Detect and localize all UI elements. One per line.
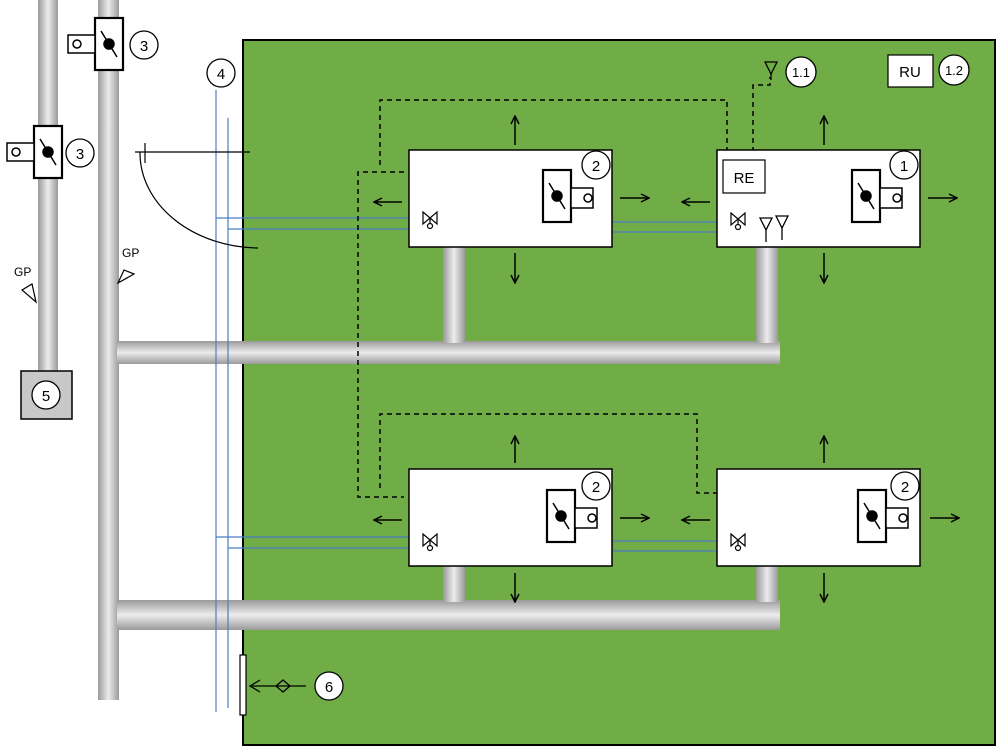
inlet-arrow-icon xyxy=(248,679,306,693)
fire-damper-icon xyxy=(856,488,909,544)
gp-label-left: GP xyxy=(14,265,31,279)
riser-damper-icon xyxy=(67,16,125,72)
branch-unit-2c xyxy=(756,566,778,602)
ru-box xyxy=(887,54,934,88)
callout-unit-2c: 2 xyxy=(901,479,909,496)
callout-unit-2b: 2 xyxy=(592,479,600,496)
callout-3-left: 3 xyxy=(76,146,84,163)
riser-damper-icon xyxy=(6,124,64,180)
riser-pipe-main xyxy=(98,0,119,700)
gp-marker-icon xyxy=(20,269,136,304)
room-area xyxy=(242,39,996,746)
callout-3-top: 3 xyxy=(140,38,148,55)
antenna-icon xyxy=(763,61,779,80)
sprinkler-nozzle-icon xyxy=(758,215,790,242)
wall-inlet-6 xyxy=(239,654,247,716)
re-label: RE xyxy=(734,170,755,187)
callout-6: 6 xyxy=(325,679,333,696)
callout-unit-1: 1 xyxy=(900,158,908,175)
riser-pipe-left xyxy=(38,0,58,372)
valve-icon xyxy=(730,532,746,552)
valve-icon xyxy=(422,532,438,552)
callout-circles xyxy=(31,30,970,701)
ru-label: RU xyxy=(899,64,921,81)
callout-1-1: 1.1 xyxy=(792,65,810,80)
fire-damper-icon xyxy=(541,168,594,224)
callout-unit-2a: 2 xyxy=(592,158,600,175)
control-wiring xyxy=(357,77,771,498)
branch-unit-1 xyxy=(756,247,778,343)
water-lines xyxy=(215,90,718,712)
valve-icon xyxy=(422,210,438,230)
gp-label-right: GP xyxy=(122,246,139,260)
fire-damper-icon xyxy=(850,168,903,224)
fire-damper-icon xyxy=(545,488,598,544)
duct-upper xyxy=(117,341,780,364)
callout-4: 4 xyxy=(217,66,225,83)
door-swing xyxy=(135,143,259,249)
callout-5: 5 xyxy=(42,388,50,405)
branch-unit-2a xyxy=(443,247,465,343)
branch-unit-2b xyxy=(443,566,465,602)
callout-1-2: 1.2 xyxy=(945,63,963,78)
airflow-arrow-icon xyxy=(374,116,959,602)
re-box xyxy=(722,159,766,194)
valve-icon xyxy=(730,211,746,231)
